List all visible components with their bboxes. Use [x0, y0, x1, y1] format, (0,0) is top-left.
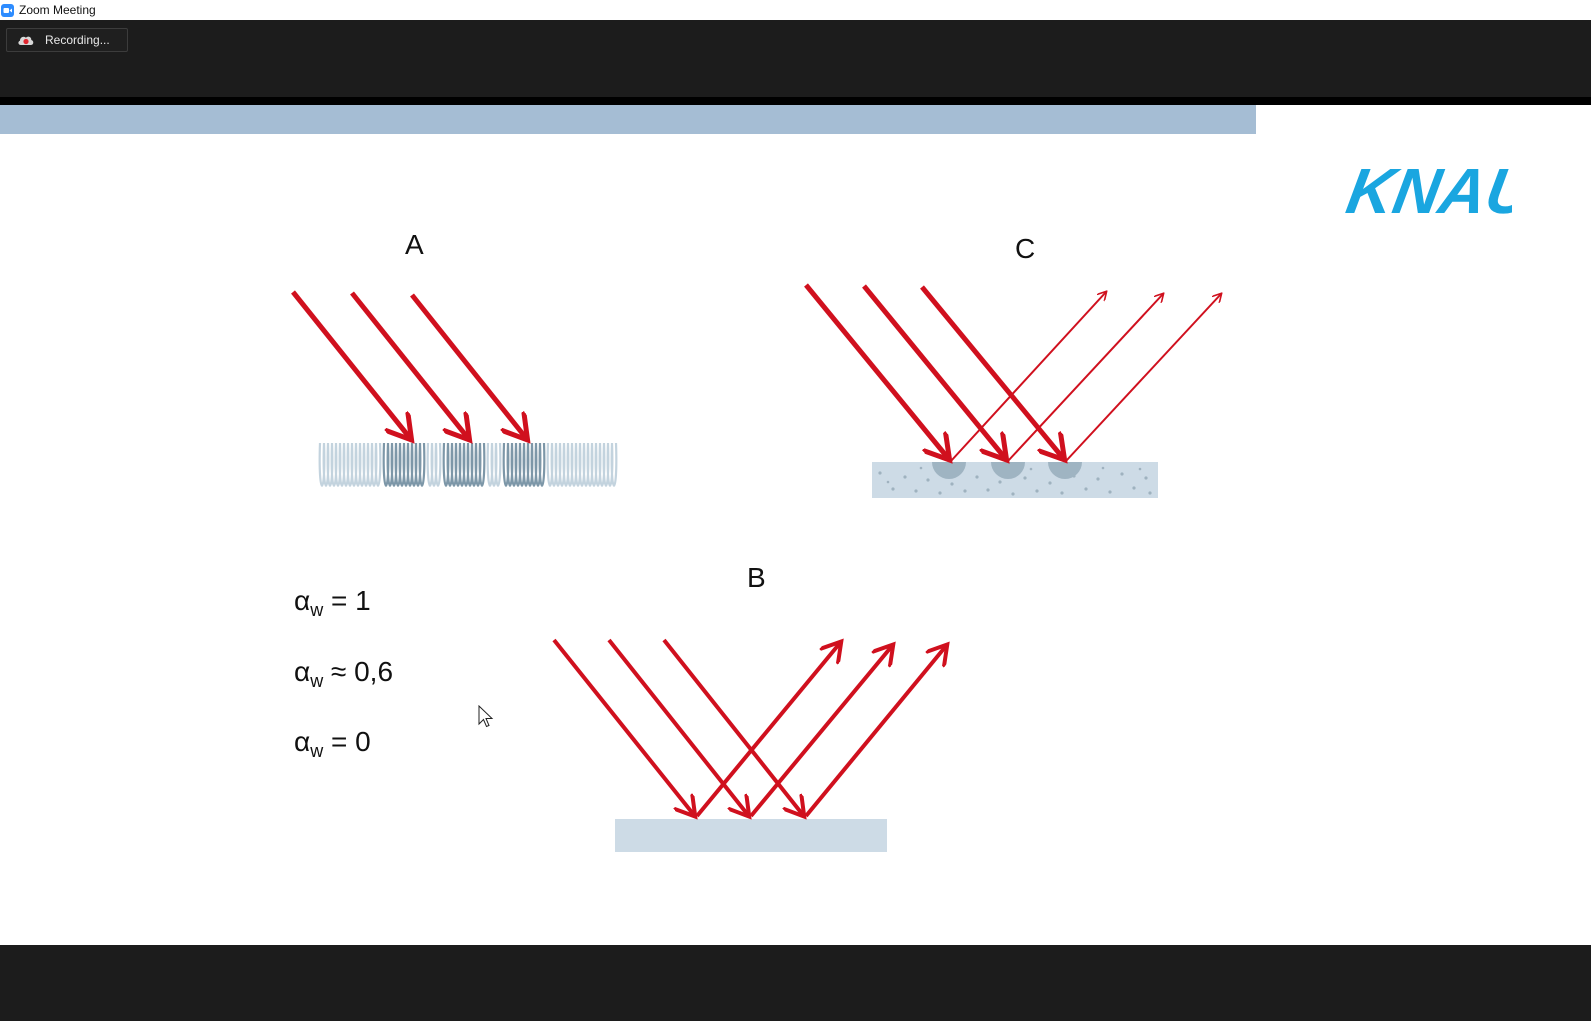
arrow-b-out-2	[749, 646, 892, 818]
arrow-a-3	[410, 293, 526, 438]
slide-header-bar	[0, 105, 1256, 134]
window-title: Zoom Meeting	[19, 3, 96, 17]
formula-absorption-3: αw = 0	[294, 726, 371, 761]
arrow-c-in-3	[920, 285, 1063, 458]
arrow-a-2	[350, 291, 468, 438]
cloud-recording-icon	[18, 36, 34, 45]
arrow-c-in-2	[862, 284, 1005, 458]
sound-reflection-diagrams	[291, 283, 1591, 852]
panel-label-b: B	[747, 562, 766, 593]
arrow-b-out-3	[804, 646, 946, 818]
panel-label-a: A	[405, 229, 424, 260]
recording-indicator[interactable]: Recording...	[6, 28, 128, 52]
arrow-b-in-1	[552, 638, 694, 815]
panel-c-absorber	[804, 283, 1221, 498]
arrow-a-1	[291, 290, 410, 438]
arrow-c-out-2	[1007, 294, 1163, 462]
meeting-bottom-bar	[0, 945, 1591, 1021]
arrow-c-in-1	[804, 283, 948, 458]
arrow-b-in-3	[662, 638, 803, 815]
panel-a-absorber	[291, 290, 618, 487]
formula-absorption-2: αw ≈ 0,6	[294, 656, 394, 691]
window-titlebar: Zoom Meeting	[0, 0, 1591, 20]
meeting-top-bar: Recording...	[0, 20, 1591, 97]
formula-absorption-1: αw = 1	[294, 585, 371, 620]
panel-b-reflector	[552, 638, 946, 852]
shared-slide: KNAUF A C B αw = 1 αw ≈ 0,6 αw = 0	[0, 105, 1591, 945]
arrow-b-out-1	[695, 643, 840, 818]
knauf-logo: KNAUF	[1342, 155, 1512, 226]
arrow-c-out-1	[950, 292, 1106, 462]
panel-label-c: C	[1015, 233, 1036, 264]
arrow-c-out-3	[1065, 294, 1221, 462]
knauf-logo-text: KNAUF	[1342, 155, 1512, 226]
zoom-app-icon	[1, 3, 14, 17]
mouse-pointer-icon	[478, 705, 494, 728]
recording-label: Recording...	[45, 33, 110, 47]
divider-strip	[0, 97, 1591, 105]
arrow-b-in-2	[607, 638, 748, 815]
